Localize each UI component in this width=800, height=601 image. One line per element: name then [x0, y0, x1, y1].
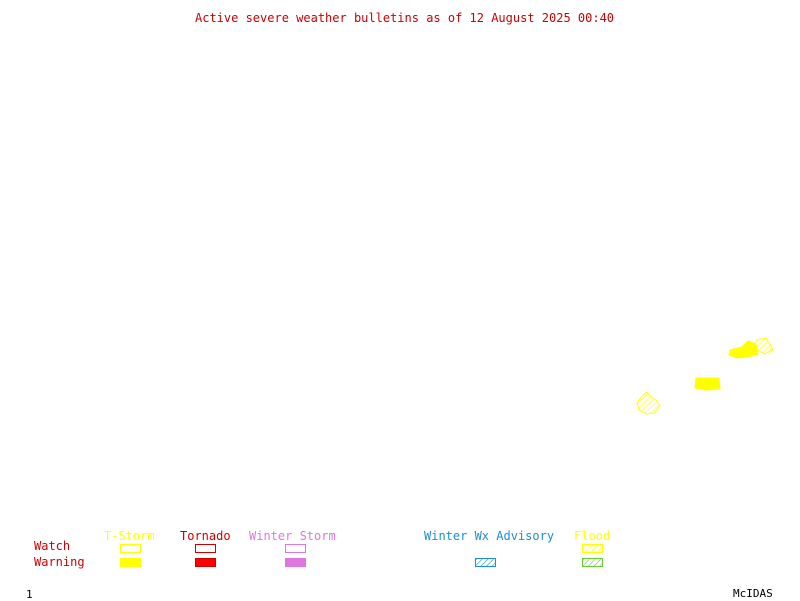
- legend-label-tornado: Tornado: [180, 529, 231, 543]
- winter-storm-warning-swatch: [285, 558, 306, 567]
- legend-label-winter-storm: Winter Storm: [249, 529, 336, 543]
- winter-storm-watch-swatch: [285, 544, 306, 553]
- winter-wx-advisory-swatch: [475, 558, 496, 567]
- frame-number: 1: [26, 588, 33, 601]
- tstorm-watch-swatch: [120, 544, 141, 553]
- bulletin-title: Active severe weather bulletins as of 12…: [195, 11, 615, 25]
- tstorm-warning-swatch: [120, 558, 141, 567]
- legend-row-watch: Watch: [34, 539, 71, 553]
- tornado-warning-swatch: [195, 558, 216, 567]
- flood-watch-south[interactable]: [636, 391, 661, 415]
- flood-warning-swatch: [582, 558, 603, 567]
- software-label: McIDAS: [733, 587, 773, 600]
- warning-polygon-east-2[interactable]: [694, 377, 721, 391]
- legend-swatches: [120, 544, 603, 567]
- flood-watch-east[interactable]: [754, 337, 774, 355]
- flood-watch-swatch: [582, 544, 603, 553]
- tornado-watch-swatch: [195, 544, 216, 553]
- legend-label-winter-wx-advisory: Winter Wx Advisory: [424, 529, 555, 543]
- legend-label-tstorm: T-Storm: [104, 529, 155, 543]
- warning-polygon-east-1[interactable]: [728, 340, 759, 359]
- legend-row-warning: Warning: [34, 555, 85, 569]
- legend-label-flood: Flood: [574, 529, 611, 543]
